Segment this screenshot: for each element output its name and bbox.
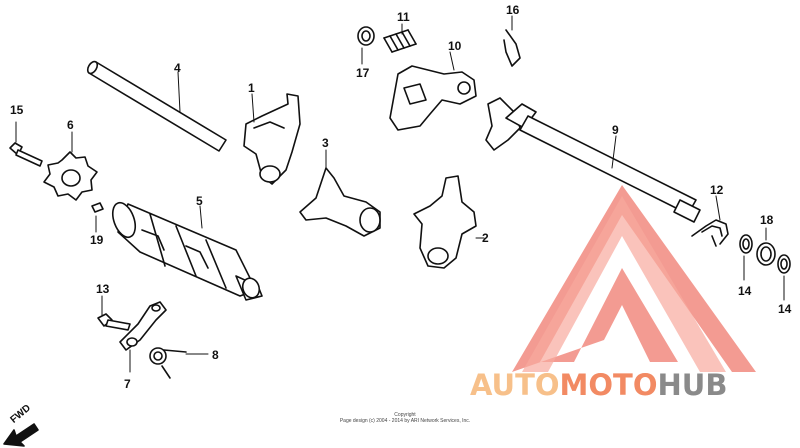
part-14-washer-2 xyxy=(777,254,791,274)
part-11-spring xyxy=(383,29,417,53)
part-6-drum-stopper-plate xyxy=(43,151,98,201)
part-18-oil-seal xyxy=(756,242,776,266)
part-12-return-spring xyxy=(691,219,729,247)
part-13-bolt xyxy=(97,313,131,331)
callout-5: 5 xyxy=(196,194,203,208)
copyright-notice: Copyright Page design (c) 2004 - 2014 by… xyxy=(300,412,510,424)
watermark-logo xyxy=(512,185,756,372)
callout-9: 9 xyxy=(612,123,619,137)
callout-16: 16 xyxy=(506,3,520,17)
callout-2: 2 xyxy=(482,231,489,245)
part-2-shift-fork xyxy=(413,175,477,269)
callout-8: 8 xyxy=(212,348,219,362)
watermark-brand: AUTOMOTOHUB xyxy=(470,368,727,402)
fwd-arrow xyxy=(3,423,39,447)
callout-10: 10 xyxy=(448,39,462,53)
brand-part-hub: HUB xyxy=(657,368,728,402)
brand-part-moto: MOTO xyxy=(559,368,658,402)
part-19-dowel-pin xyxy=(91,202,104,213)
part-1-shift-fork xyxy=(243,93,301,185)
part-17-snap-ring xyxy=(357,26,375,46)
callout-19: 19 xyxy=(90,233,104,247)
part-9-gearshift-spindle xyxy=(485,97,701,223)
callout-13: 13 xyxy=(96,282,110,296)
brand-part-auto: AUTO xyxy=(470,368,560,402)
callout-17: 17 xyxy=(356,66,370,80)
callout-14: 14 xyxy=(738,284,752,298)
part-7-stopper-arm xyxy=(119,301,167,351)
callout-18: 18 xyxy=(760,213,774,227)
part-15-bolt xyxy=(9,142,43,167)
part-14-washer xyxy=(739,234,753,254)
callout-4: 4 xyxy=(174,61,181,75)
callout-1: 1 xyxy=(248,81,255,95)
part-4-shift-fork-shaft xyxy=(86,60,227,152)
callout-3: 3 xyxy=(322,136,329,150)
callout-6: 6 xyxy=(67,118,74,132)
copyright-line-2: Page design (c) 2004 - 2014 by ARI Netwo… xyxy=(339,418,471,424)
callout-12: 12 xyxy=(710,183,724,197)
part-10-shift-arm-plate xyxy=(389,65,477,131)
callout-15: 15 xyxy=(10,103,24,117)
callout-14-second: 14 xyxy=(778,302,792,316)
copyright-line-1: Copyright xyxy=(394,412,416,418)
callout-11: 11 xyxy=(397,10,410,24)
part-5-shift-drum xyxy=(111,201,263,301)
part-8-stopper-spring xyxy=(149,347,187,379)
part-16-pin-clip xyxy=(503,29,521,67)
part-3-shift-fork xyxy=(299,167,381,237)
leader-lines xyxy=(15,15,785,373)
callout-7: 7 xyxy=(124,377,131,391)
